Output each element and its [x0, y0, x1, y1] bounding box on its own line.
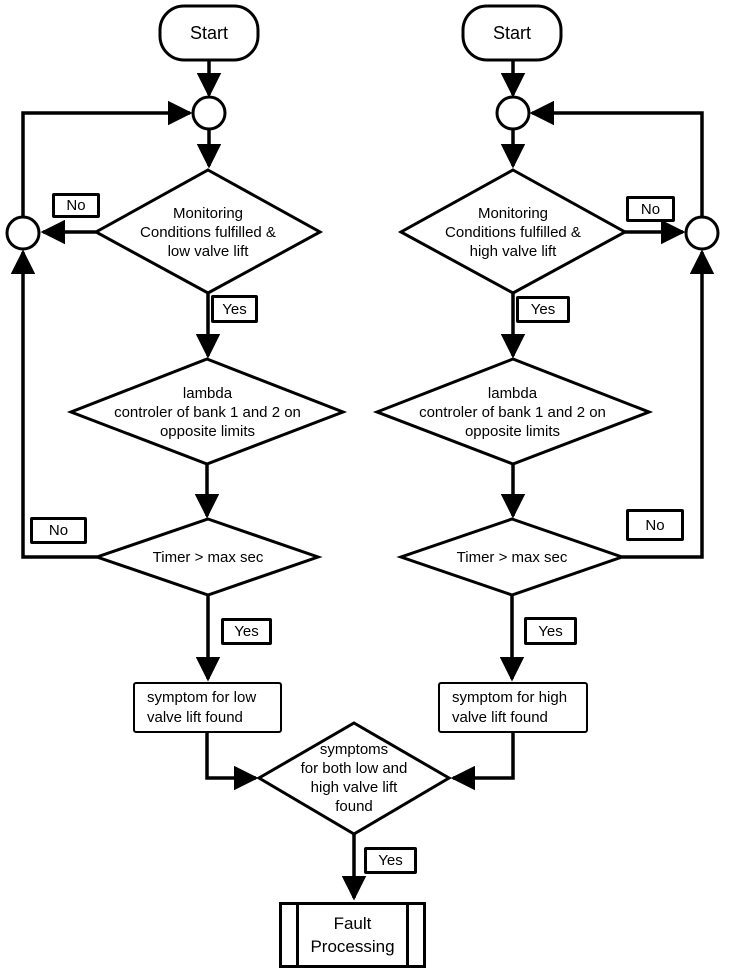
yes-label-monitor-right: Yes [516, 296, 570, 323]
edge-left-timer-no [10, 249, 97, 559]
symptom-box-left: symptom for low valve lift found [133, 682, 282, 733]
junction-circle-left-top [191, 95, 227, 131]
junction-circle-left-side [5, 215, 41, 251]
decision-timer-left [92, 517, 323, 597]
no-label-timer-left: No [30, 517, 87, 544]
yes-label-timer-right: Yes [524, 617, 577, 645]
decision-lambda-left [66, 357, 348, 466]
symptom-box-right: symptom for high valve lift found [438, 682, 588, 733]
start-label-left: Start [189, 22, 228, 43]
start-node-right [461, 4, 563, 62]
start-node-left [158, 4, 260, 62]
decision-monitor-left [92, 168, 324, 295]
decision-lambda-right [372, 357, 654, 466]
monitor-decision-label-right: Monitoring Conditions fulfilled & high v… [445, 204, 581, 260]
edge-right-timer-no [622, 249, 715, 559]
yes-label-merge: Yes [364, 847, 417, 874]
decision-timer-right [396, 517, 627, 597]
edge-left-loop-return [21, 100, 193, 216]
lambda-decision-label-left: lambda controler of bank 1 and 2 on oppo… [114, 384, 301, 440]
edge-left-symptom-to-merge [205, 733, 259, 791]
decision-monitor-right [397, 168, 629, 295]
timer-decision-label-left: Timer > max sec [152, 549, 264, 566]
lambda-decision-label-right: lambda controler of bank 1 and 2 on oppo… [419, 384, 606, 440]
yes-label-timer-left: Yes [221, 618, 272, 645]
fault-processing-label: Fault Processing [296, 905, 409, 965]
yes-label-monitor-left: Yes [211, 295, 258, 323]
no-label-monitor-left: No [52, 193, 100, 218]
junction-circle-right-top [495, 95, 531, 131]
start-label-right: Start [492, 22, 531, 43]
monitor-decision-label-left: Monitoring Conditions fulfilled & low va… [140, 204, 276, 260]
no-label-monitor-right: No [626, 196, 675, 222]
decision-both-symptoms [256, 721, 452, 836]
edge-right-symptom-to-merge [450, 733, 515, 791]
junction-circle-right-side [684, 215, 720, 251]
edge-right-loop-return [529, 100, 704, 216]
no-label-timer-right: No [626, 509, 684, 541]
both-symptoms-decision-label: symptoms for both low and high valve lif… [300, 741, 408, 815]
timer-decision-label-right: Timer > max sec [456, 549, 568, 566]
fault-processing-box: Fault Processing [279, 902, 426, 968]
